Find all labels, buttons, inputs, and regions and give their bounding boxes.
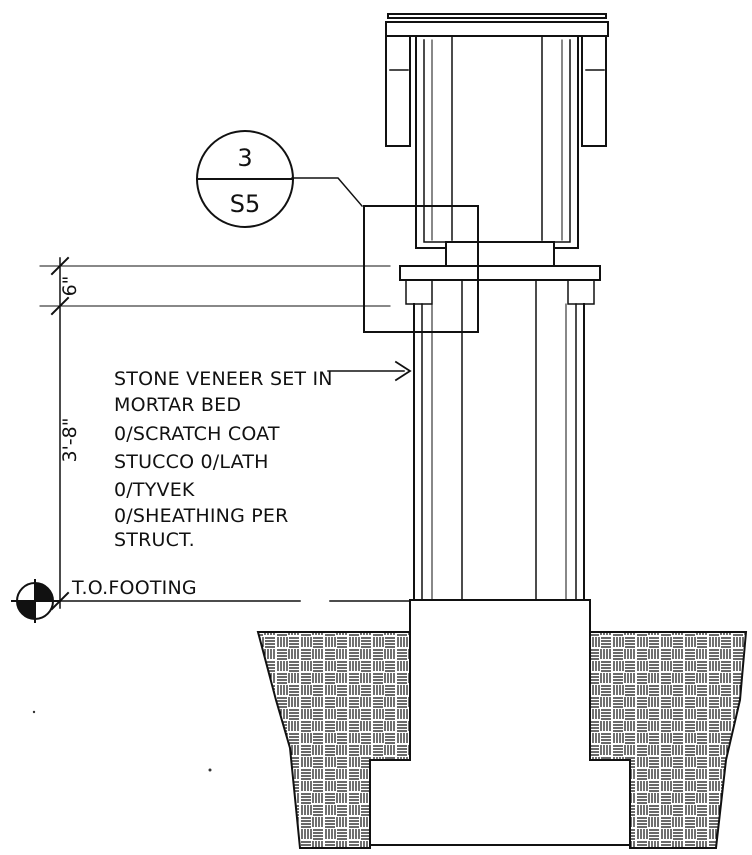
callout-line-4: STUCCO 0/LATH	[114, 451, 269, 473]
scan-speck	[208, 768, 212, 772]
dimension-upper: 6"	[59, 276, 81, 297]
detail-sheet: S5	[230, 190, 261, 218]
concrete-footing	[369, 599, 631, 846]
material-callout: STONE VENEER SET IN MORTAR BED 0/SCRATCH…	[114, 360, 412, 551]
callout-line-2: MORTAR BED	[114, 394, 241, 416]
elevation-marker: T.O.FOOTING	[11, 577, 411, 623]
dimension-lower: 3'-8"	[59, 418, 81, 463]
detail-number: 3	[237, 144, 252, 172]
elevation-label: T.O.FOOTING	[71, 577, 197, 599]
callout-line-5: 0/TYVEK	[114, 479, 195, 501]
callout-line-3: 0/SCRATCH COAT	[114, 423, 280, 445]
upper-wall-section	[385, 13, 609, 249]
callout-line-1: STONE VENEER SET IN	[114, 368, 333, 390]
earth-hatch	[256, 631, 748, 849]
scan-speck	[32, 710, 36, 714]
detail-callout-box	[291, 177, 479, 333]
dimension-string: 6" 3'-8"	[39, 256, 391, 611]
lower-wall-section	[413, 279, 585, 601]
callout-line-6: 0/SHEATHING PER	[114, 505, 289, 527]
detail-tag: 3 S5	[196, 130, 294, 228]
callout-line-7: STRUCT.	[114, 529, 195, 551]
header-connection	[399, 241, 601, 305]
